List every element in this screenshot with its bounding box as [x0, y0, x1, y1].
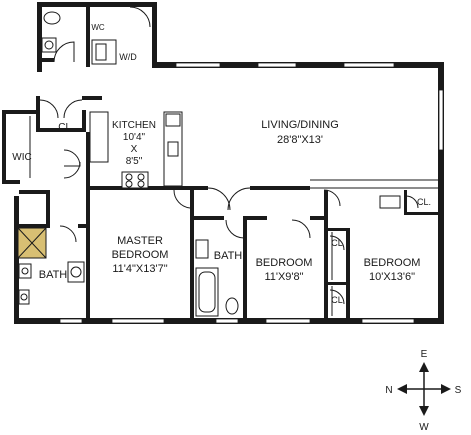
compass-south: S	[455, 385, 462, 396]
bedroom-right-name: BEDROOM	[364, 257, 421, 269]
compass-east: E	[421, 349, 428, 360]
interior-walls	[19, 132, 438, 320]
compass: E W N S	[385, 349, 461, 433]
kitchen-dim-b: 8'5"	[126, 156, 143, 167]
compass-arrow-right-icon	[441, 384, 451, 394]
cl-mid-1: CL	[331, 238, 343, 248]
kitchen-dim-x: X	[131, 144, 138, 155]
cl-right: CL.	[417, 197, 431, 207]
cl-mid-2: CL	[331, 295, 343, 305]
bath-mid-name: BATH	[214, 250, 243, 262]
compass-north: N	[385, 385, 392, 396]
kitchen-dim-a: 10'4"	[123, 132, 146, 143]
master-name-1: MASTER	[117, 235, 163, 247]
master-dims: 11'4"X13'7"	[112, 263, 167, 275]
cl-entry: CL.	[58, 122, 74, 133]
wd-name: W/D	[119, 52, 137, 62]
master-name-2: BEDROOM	[112, 249, 169, 261]
bedroom-mid-name: BEDROOM	[256, 257, 313, 269]
windows	[59, 62, 444, 324]
living-dims: 28'8"X13'	[277, 134, 323, 146]
wic-name: WIC	[12, 152, 31, 163]
bath-left-name: BATH	[39, 269, 68, 281]
wc-name: WC	[91, 23, 105, 32]
bedroom-right-dims: 10'X13'6"	[369, 271, 415, 283]
fixtures	[17, 11, 401, 317]
compass-arrow-down-icon	[419, 406, 429, 416]
bedroom-mid-dims: 11'X9'8"	[264, 271, 303, 283]
compass-west: W	[419, 422, 429, 433]
compass-arrow-left-icon	[397, 384, 407, 394]
living-name: LIVING/DINING	[261, 119, 339, 131]
kitchen-name: KITCHEN	[112, 120, 156, 131]
compass-arrow-up-icon	[419, 362, 429, 372]
room-labels: LIVING/DINING 28'8"X13' KITCHEN 10'4" X …	[12, 23, 431, 305]
